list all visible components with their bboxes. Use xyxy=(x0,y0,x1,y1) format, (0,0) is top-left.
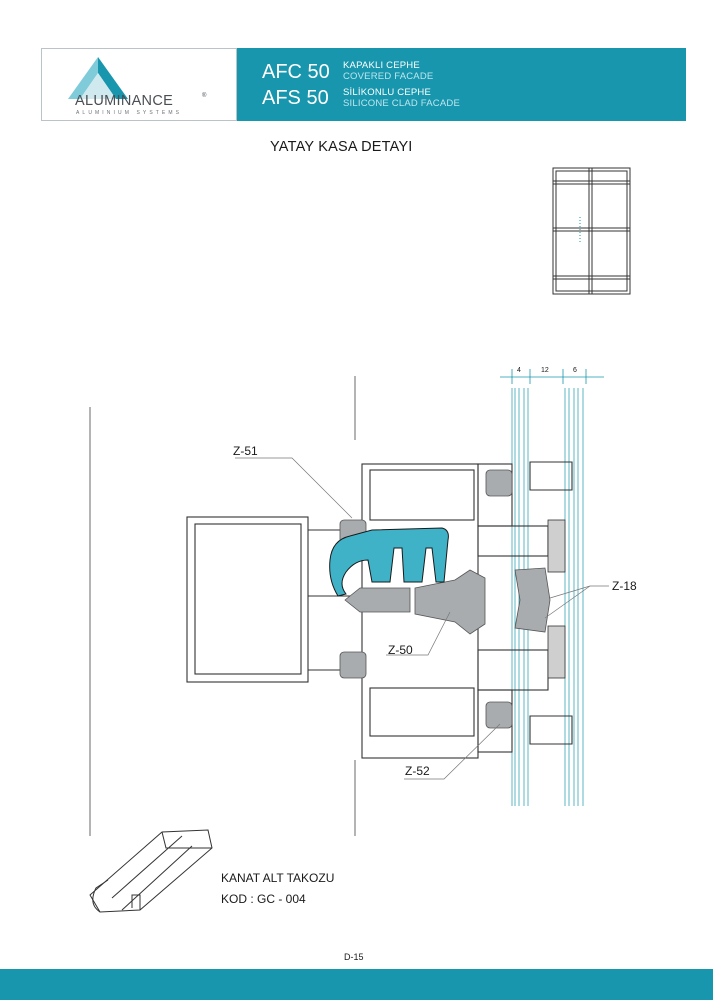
gaskets xyxy=(339,469,551,729)
registered-mark: ® xyxy=(202,93,207,99)
model-code-2: AFS 50 xyxy=(262,87,329,109)
part-name: KANAT ALT TAKOZU xyxy=(221,871,335,885)
insulation-blocks xyxy=(547,519,566,679)
label-z50: Z-50 xyxy=(388,643,413,657)
label-z51: Z-51 xyxy=(233,444,258,458)
wedge-part-drawing xyxy=(89,829,213,913)
drawing-title: YATAY KASA DETAYI xyxy=(270,139,413,155)
brand-tagline: ALUMINIUM SYSTEMS xyxy=(76,110,183,116)
page-number: D-15 xyxy=(344,952,364,962)
label-z52: Z-52 xyxy=(405,764,430,778)
part-code: KOD : GC - 004 xyxy=(221,892,306,906)
gasket-highlight xyxy=(329,527,449,597)
dimension-6: 6 xyxy=(573,367,577,374)
label-z18: Z-18 xyxy=(612,579,637,593)
model-name-tr-1: KAPAKLI CEPHE xyxy=(343,60,420,71)
dimension-line xyxy=(500,369,604,384)
model-name-tr-2: SİLİKONLU CEPHE xyxy=(343,87,431,98)
model-name-en-2: SILICONE CLAD FACADE xyxy=(343,98,460,109)
facade-elevation-diagram xyxy=(552,167,631,295)
footer-band xyxy=(0,969,713,1000)
model-code-1: AFC 50 xyxy=(262,61,330,83)
dimension-4: 4 xyxy=(517,367,521,374)
dimension-12: 12 xyxy=(541,367,549,374)
leader-lines xyxy=(235,457,609,780)
model-name-en-1: COVERED FACADE xyxy=(343,71,434,82)
brand-name: ALUMINANCE xyxy=(75,93,174,109)
brand-logo-icon xyxy=(68,57,128,99)
header-band xyxy=(237,48,686,121)
logo-box: ALUMINANCE ® ALUMINIUM SYSTEMS xyxy=(41,48,237,121)
